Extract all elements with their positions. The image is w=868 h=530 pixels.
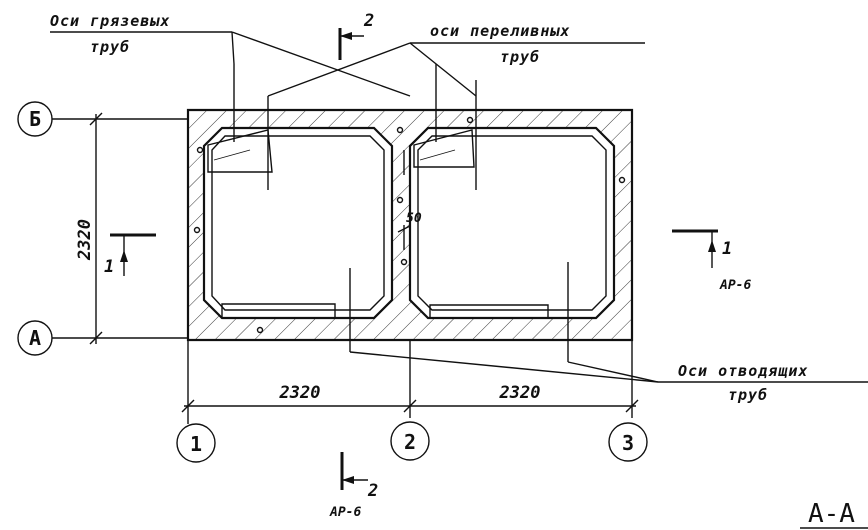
axis-2-label: 2 [404,430,416,454]
drain-pipes-label-line1: Оси отводящих [678,362,808,380]
axis-a-label: А [29,326,41,350]
axis-b-label: Б [29,107,41,131]
mud-pipes-leader [231,31,411,97]
section-1-left-number: 1 [104,257,114,277]
overflow-pipes-label-line2: труб [500,48,540,66]
mud-pipes-label-line1: Оси грязевых [50,12,170,30]
pipe-axes [233,64,569,362]
sill-right [429,304,549,318]
section-1-right-sheet: АР-6 [719,278,751,293]
axis-1-bubble [176,418,216,463]
sill-left [221,303,336,318]
overflow-pipes-label-line1: оси переливных [430,22,570,40]
axis-1-label: 1 [190,432,202,456]
wall-offset-dimension: 50 [406,211,422,226]
height-dimension-line [89,112,103,345]
axis-3-bubble [608,422,648,462]
drain-pipes-label-line2: труб [728,386,768,404]
axis-3-label: 3 [622,431,634,455]
section-2-bottom-sheet: АР-6 [329,505,361,520]
mud-pipes-leader-2 [231,31,235,65]
axis-2-bubble [390,421,430,461]
width-dimension-left: 2320 [279,383,321,403]
mud-tray-left [207,129,273,173]
drain-pipes-leader-b [567,361,659,383]
axis-a-bubble [17,320,188,356]
mud-tray-right [413,129,475,168]
section-1-right-mark [672,229,718,268]
mud-pipes-label-line2: труб [90,38,130,56]
axis-b-bubble [17,101,188,137]
drain-pipes-leader-a [349,351,659,383]
section-1-left-mark [110,233,156,276]
section-2-bottom-number: 2 [367,481,378,501]
section-2-bottom-mark [340,452,368,490]
width-dimension-right: 2320 [499,383,541,403]
overflow-pipes-leader-a [267,42,411,97]
wall-offset-tick [397,225,411,233]
overflow-pipes-leader-b [409,42,477,97]
view-title: А-А [808,499,855,529]
width-dimension-line [181,340,639,418]
section-1-right-number: 1 [722,239,732,259]
section-2-top-mark [338,28,364,60]
tank-walls [186,108,634,342]
section-2-top-number: 2 [363,11,374,31]
height-dimension: 2320 [75,219,95,261]
